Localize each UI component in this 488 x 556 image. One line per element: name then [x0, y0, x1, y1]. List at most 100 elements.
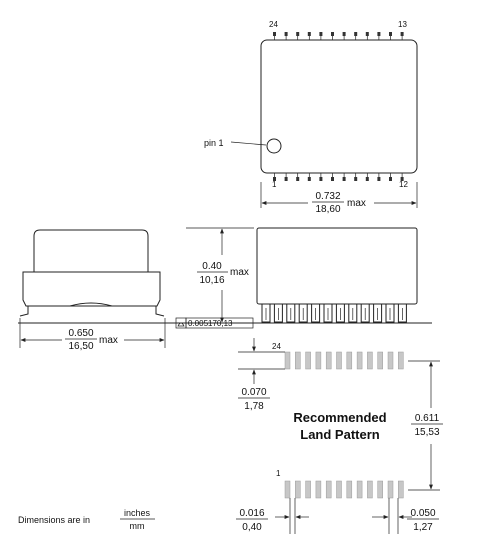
- side-lead: [360, 303, 370, 323]
- pad-length-mm: 1,78: [244, 401, 264, 412]
- pad-row-lower: [284, 480, 404, 499]
- land-pattern-title-line1: Recommended: [293, 410, 386, 425]
- land-pad: [336, 351, 342, 370]
- end-view: 0.650 16,50 max: [19, 229, 166, 352]
- land-pad: [346, 480, 353, 499]
- side-lead: [273, 303, 283, 323]
- land-pad: [367, 480, 373, 499]
- pin1-leader-line: [230, 141, 267, 146]
- land-pad: [325, 480, 332, 499]
- bottom-pin: [273, 177, 276, 181]
- row-span-mm: 15,53: [414, 427, 439, 438]
- top-pin: [389, 32, 392, 36]
- bottom-pin: [354, 177, 358, 181]
- bottom-pin: [319, 177, 323, 181]
- side-lead: [261, 303, 271, 323]
- land-pad: [315, 351, 322, 370]
- top-pin: [319, 32, 323, 36]
- side-view-body-outline: [256, 227, 418, 305]
- length-max: max: [347, 198, 366, 209]
- land-pad: [336, 480, 342, 499]
- top-pin-row-upper: [273, 32, 404, 40]
- coplanarity-value-box: [185, 317, 254, 329]
- pad-row-upper: [284, 351, 404, 370]
- side-view: 0.40 10,16 max 0.005170,13: [18, 227, 432, 329]
- profile-of-surface-icon: [177, 322, 185, 327]
- top-pin: [296, 32, 300, 36]
- pin1-label: pin 1: [204, 138, 224, 148]
- end-view-body-outline: [22, 229, 161, 307]
- top-pin-13-label: 13: [398, 20, 407, 29]
- side-lead: [373, 303, 383, 323]
- top-pin: [354, 32, 358, 36]
- end-view-standoff: [69, 302, 113, 307]
- top-pin: [365, 32, 369, 36]
- top-pin: [400, 32, 404, 36]
- land-pad: [295, 351, 301, 370]
- land-pad: [367, 351, 373, 370]
- land-pad: [284, 480, 291, 499]
- length-mm: 18,60: [315, 204, 340, 215]
- top-pin-24-label: 24: [269, 20, 278, 29]
- width-mm: 16,50: [68, 341, 93, 352]
- bottom-pin: [389, 177, 392, 181]
- bottom-pin: [284, 177, 288, 181]
- land-pad: [377, 480, 383, 499]
- land-pad: [305, 351, 311, 370]
- top-pin: [273, 32, 276, 36]
- bottom-pin: [365, 177, 369, 181]
- land-pad: [387, 351, 394, 370]
- land-pad: [356, 480, 363, 499]
- top-pin: [342, 32, 346, 36]
- land-pad: [377, 351, 383, 370]
- land-pin-24-label: 24: [272, 342, 281, 351]
- land-pad: [387, 480, 394, 499]
- side-lead: [323, 303, 333, 323]
- bottom-pin: [331, 177, 334, 181]
- land-pad: [398, 480, 404, 499]
- package-top-outline: [260, 39, 418, 174]
- units-note-prefix: Dimensions are in: [18, 515, 90, 525]
- width-inches: 0.650: [68, 328, 93, 339]
- top-pin: [284, 32, 288, 36]
- top-pin-12-label: 12: [399, 180, 408, 189]
- bottom-pin: [296, 177, 300, 181]
- land-pad: [315, 480, 322, 499]
- top-pin-1-label: 1: [272, 180, 277, 189]
- pad-length-inches: 0.070: [241, 387, 266, 398]
- units-note-inches: inches: [124, 508, 151, 518]
- land-pad: [356, 351, 363, 370]
- pitch-inches: 0.050: [410, 508, 435, 519]
- side-lead: [397, 303, 407, 323]
- land-pad: [346, 351, 353, 370]
- top-pin-row-lower: [273, 173, 404, 181]
- width-max: max: [99, 335, 118, 346]
- height-max: max: [230, 267, 249, 278]
- height-mm: 10,16: [199, 275, 224, 286]
- side-lead: [385, 303, 395, 323]
- bottom-pin: [377, 177, 381, 181]
- side-lead: [311, 303, 321, 323]
- top-pin: [377, 32, 381, 36]
- end-view-lead-left: [19, 306, 29, 317]
- length-inches: 0.732: [315, 191, 340, 202]
- side-lead: [348, 303, 358, 323]
- top-view: pin 1 24 13 1 12 0.732 18,60 max: [204, 20, 418, 215]
- land-pin-1-label: 1: [276, 469, 281, 478]
- pin1-marker-circle: [266, 138, 282, 154]
- pad-width-mm: 0,40: [242, 522, 262, 533]
- land-pad: [325, 351, 332, 370]
- height-inches: 0.40: [202, 261, 222, 272]
- units-note-mm: mm: [130, 521, 145, 531]
- bottom-pin: [342, 177, 346, 181]
- units-note: Dimensions are in inches mm: [18, 508, 155, 531]
- end-view-lead-right: [155, 306, 165, 317]
- land-pad: [305, 480, 311, 499]
- bottom-pin: [400, 177, 404, 181]
- pad-width-inches: 0.016: [239, 508, 264, 519]
- side-lead: [286, 303, 296, 323]
- top-pin: [331, 32, 334, 36]
- land-pad: [398, 351, 404, 370]
- land-pad: [295, 480, 301, 499]
